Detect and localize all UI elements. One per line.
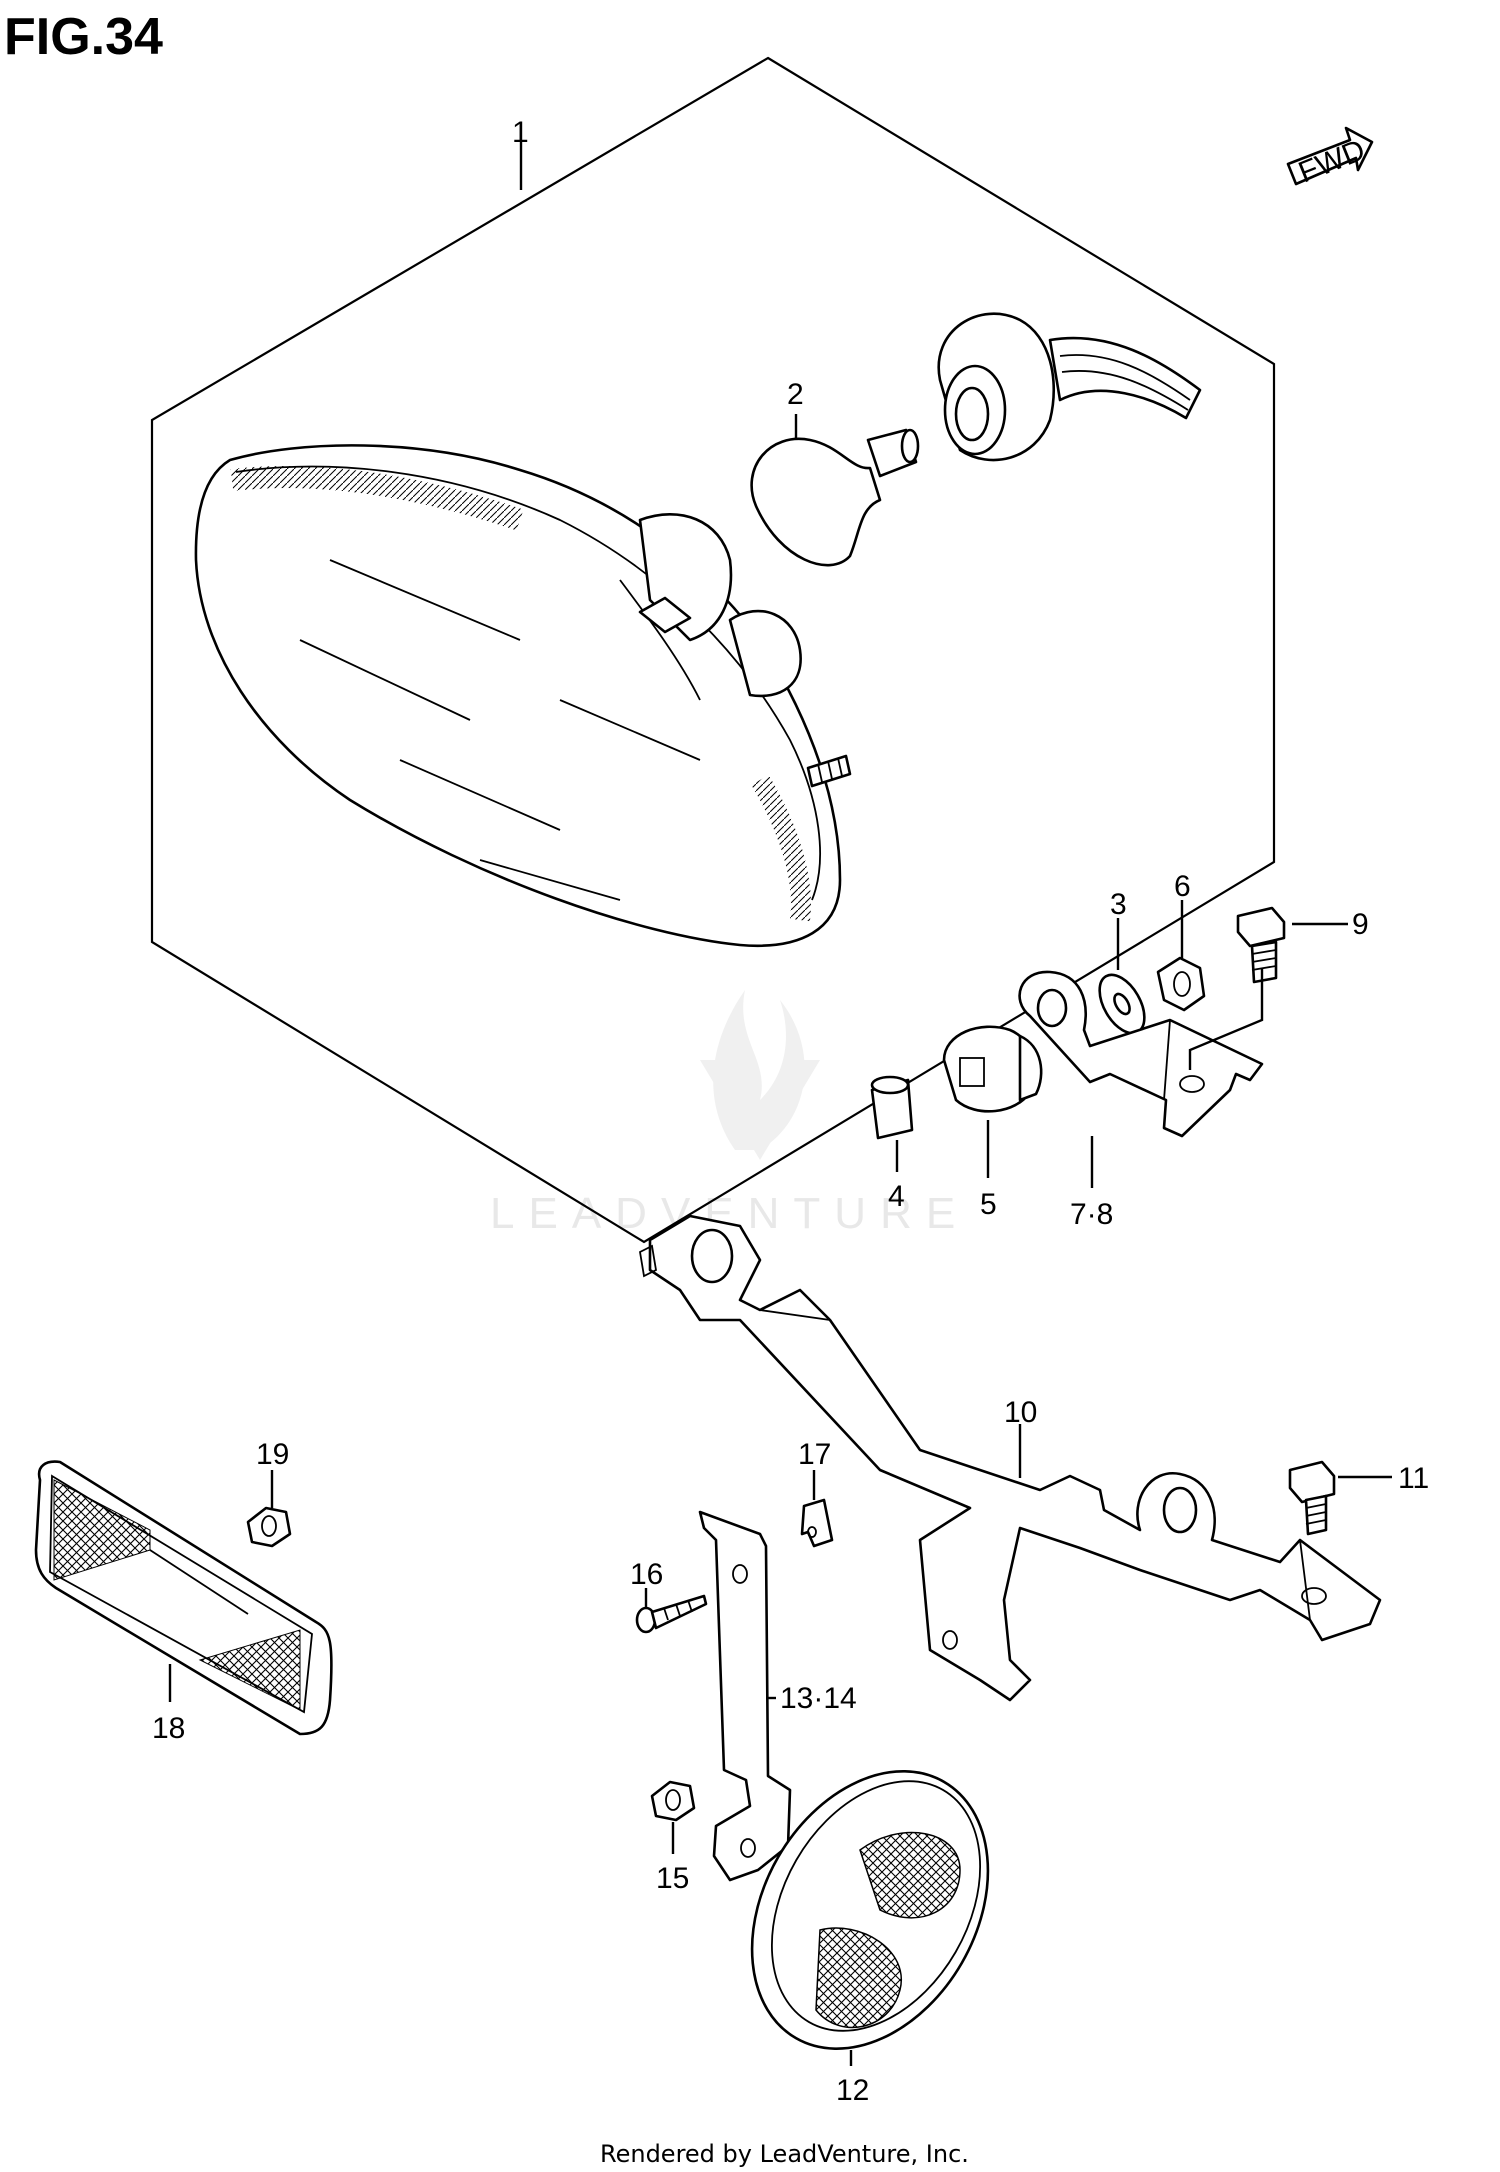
nut-15 [650, 1780, 696, 1822]
rectangular-reflector [34, 1460, 333, 1736]
callout-9: 9 [1352, 908, 1369, 941]
bulb [750, 428, 920, 567]
assembly-frame [150, 56, 1276, 1244]
callout-13-14: 13·14 [780, 1682, 857, 1715]
callout-12: 12 [836, 2074, 869, 2107]
socket [937, 312, 1202, 462]
callout-4: 4 [888, 1180, 905, 1213]
callout-5: 5 [980, 1188, 997, 1221]
main-bracket [639, 1214, 1382, 1702]
figure-title: FIG.34 [4, 8, 163, 66]
nut-19 [246, 1506, 292, 1548]
bolt-11 [1288, 1460, 1336, 1536]
clip-nut [800, 1498, 834, 1548]
callout-19: 19 [256, 1438, 289, 1471]
footer-credit: Rendered by LeadVenture, Inc. [600, 2140, 969, 2168]
fwd-arrow-icon [1286, 126, 1374, 186]
callout-3: 3 [1110, 888, 1127, 921]
round-reflector [750, 1770, 990, 2050]
grommet [942, 1025, 1043, 1113]
callout-7-8: 7·8 [1070, 1198, 1113, 1231]
fwd-label: FWD [1294, 133, 1370, 189]
nut [1156, 956, 1206, 1012]
lamp-bracket [1018, 970, 1264, 1138]
callout-11: 11 [1398, 1462, 1429, 1495]
callout-18: 18 [152, 1712, 185, 1745]
callout-17: 17 [798, 1438, 831, 1471]
bolt [1236, 906, 1286, 984]
leader-lines [168, 140, 1392, 2066]
callout-15: 15 [656, 1862, 689, 1895]
screw [635, 1594, 708, 1634]
callout-6: 6 [1174, 870, 1191, 903]
callout-1: 1 [512, 116, 529, 149]
callout-16: 16 [630, 1558, 663, 1591]
callout-2: 2 [787, 378, 804, 411]
spacer [870, 1075, 914, 1140]
tail-lamp [194, 444, 852, 948]
reflector-bracket [698, 1510, 792, 1882]
callout-10: 10 [1004, 1396, 1037, 1429]
watermark-logo [700, 990, 820, 1160]
